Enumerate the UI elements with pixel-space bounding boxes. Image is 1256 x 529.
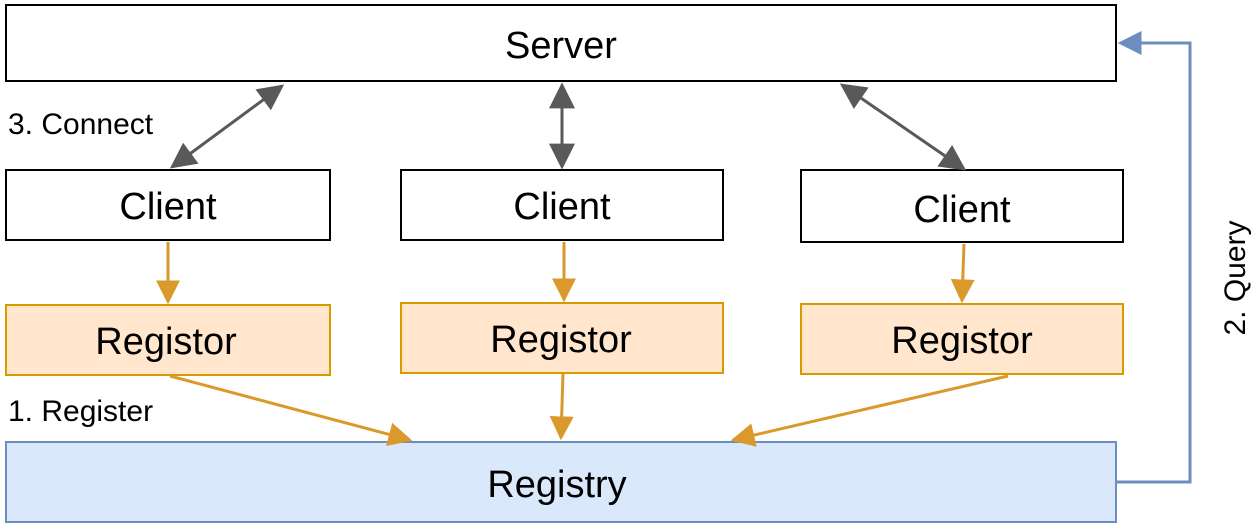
server-node: Server: [5, 4, 1117, 82]
client-label-2: Client: [513, 186, 611, 228]
connect-step-label: 3. Connect: [8, 108, 154, 141]
registor-box-3: [800, 303, 1124, 375]
server-box: [5, 4, 1117, 82]
connect-arrow-1: [169, 84, 285, 169]
register-step-label: 1. Register: [8, 395, 153, 428]
registor-box-1: [5, 304, 331, 376]
client-node-2: Client: [400, 169, 724, 241]
registor-to-registry-arrow-2: [549, 373, 574, 441]
client-to-registor-arrow-3: [950, 243, 975, 304]
client-label-3: Client: [913, 189, 1011, 231]
server-label: Server: [505, 25, 617, 67]
registor-node-2: Registor: [400, 302, 724, 374]
registor-node-1: Registor: [5, 304, 331, 376]
query-arrow: [1117, 31, 1192, 484]
registor-label-1: Registor: [95, 321, 237, 363]
registry-box: [5, 441, 1117, 523]
registor-to-registry-arrow-3: [730, 374, 1009, 447]
registor-to-registry-arrow-1: [169, 374, 413, 447]
query-step-label: 2. Query: [1219, 220, 1252, 335]
client-label-1: Client: [119, 186, 217, 228]
registor-node-3: Registor: [800, 303, 1124, 375]
client-node-3: Client: [800, 169, 1124, 243]
registor-label-3: Registor: [891, 320, 1033, 362]
registry-node: Registry: [5, 441, 1117, 523]
registry-label: Registry: [487, 464, 626, 506]
client-node-1: Client: [5, 169, 331, 241]
client-box-3: [800, 169, 1124, 243]
connect-arrow-3: [839, 83, 967, 171]
client-box-2: [400, 169, 724, 241]
registor-label-2: Registor: [490, 319, 632, 361]
client-box-1: [5, 169, 331, 241]
registor-box-2: [400, 302, 724, 374]
